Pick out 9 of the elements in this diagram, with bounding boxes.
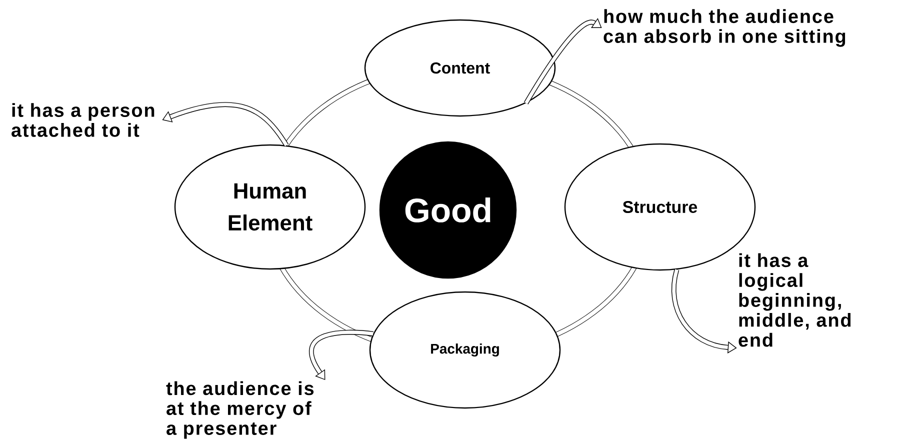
curved-arrow xyxy=(162,102,289,147)
ellipse-node: Human Element xyxy=(174,144,366,270)
ellipse-node: Packaging xyxy=(369,291,561,409)
annotation-text: it has a person attached to it xyxy=(12,103,154,137)
curved-arrow xyxy=(524,18,602,104)
annotation-text: how much the audience can absorb in one sitting xyxy=(604,9,846,47)
annotation-text: the audience is at the mercy of a presenter xyxy=(166,381,314,439)
curved-arrow xyxy=(671,269,737,354)
ellipse-node: Content xyxy=(364,19,556,117)
